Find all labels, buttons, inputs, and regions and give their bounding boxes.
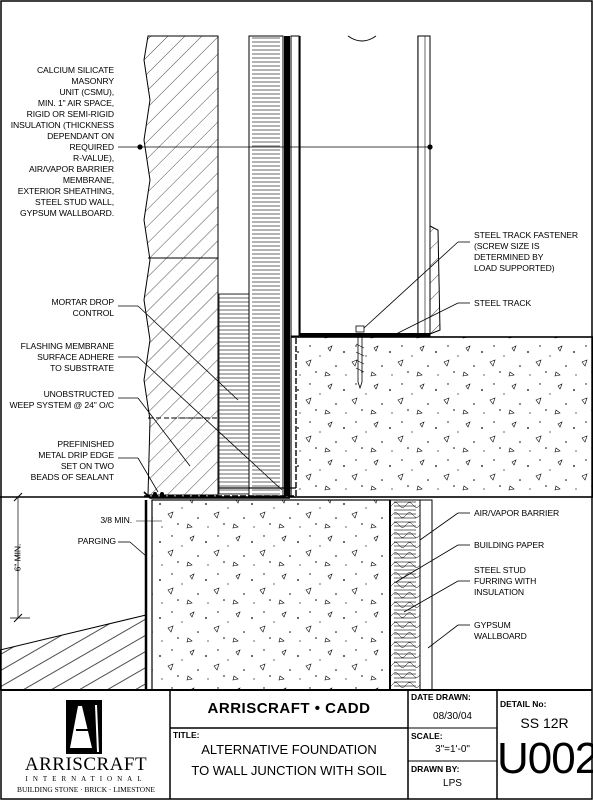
scale-value: 3"=1'-0": [435, 744, 470, 755]
logo-tagline: BUILDING STONE · BRICK · LIMESTONE: [17, 785, 155, 794]
label-three-eighths: 3/8 MIN.: [100, 515, 132, 525]
steel-stud-wall: [137, 35, 441, 337]
detail-no-label: DETAIL No:: [500, 699, 547, 709]
label-furring: STEEL STUD FURRING WITH INSULATION: [474, 565, 537, 597]
scale-label: SCALE:: [411, 731, 443, 741]
company-header: ARRISCRAFT • CADD: [207, 700, 371, 717]
title-line-2: TO WALL JUNCTION WITH SOIL: [191, 763, 387, 778]
date-drawn-label: DATE DRAWN:: [411, 692, 471, 702]
leader-lines: [118, 146, 470, 649]
label-drip-edge: PREFINISHED METAL DRIP EDGE SET ON TWO B…: [30, 439, 115, 482]
drawn-by-value: LPS: [443, 778, 462, 789]
label-parging: PARGING: [77, 536, 116, 546]
arriscraft-logo-mark: [66, 700, 102, 754]
label-steel-track: STEEL TRACK: [474, 298, 532, 308]
detail-code: SS 12R: [520, 715, 569, 731]
drawn-by-label: DRAWN BY:: [411, 764, 460, 774]
sheathing: [290, 35, 300, 337]
rigid-insulation: [248, 35, 284, 497]
masonry-wythe: [143, 35, 219, 496]
flashing-membrane: [144, 337, 297, 497]
title-block-frame: [1, 689, 592, 799]
six-inch-dimension: [10, 492, 140, 623]
logo-sub: INTERNATIONAL: [25, 775, 147, 783]
title-line-1: ALTERNATIVE FOUNDATION: [201, 742, 377, 757]
label-building-paper: BUILDING PAPER: [474, 540, 545, 550]
detail-number: U002: [497, 734, 593, 783]
steel-track: [300, 333, 430, 337]
label-gypsum: GYPSUM WALLBOARD: [474, 620, 527, 641]
date-drawn-value: 08/30/04: [433, 711, 472, 722]
mortar-drop-control: [218, 293, 250, 495]
drip-edge: [143, 491, 290, 499]
label-track-fastener: STEEL TRACK FASTENER (SCREW SIZE IS DETE…: [474, 230, 579, 273]
three-eighths-dimension: [136, 505, 162, 530]
air-vapor-membrane: [284, 36, 290, 496]
label-weep: UNOBSTRUCTED WEEP SYSTEM @ 24" O/C: [9, 389, 114, 410]
foundation-wall: [151, 499, 391, 691]
label-csmu: CALCIUM SILICATE MASONRY UNIT (CSMU), MI…: [10, 65, 114, 218]
soil-grade: [0, 614, 147, 691]
label-mortar-drop: MORTAR DROP CONTROL: [51, 297, 114, 318]
logo-name: ARRISCRAFT: [24, 754, 148, 775]
foundation-upper: [290, 336, 593, 498]
label-flashing: FLASHING MEMBRANE SURFACE ADHERE TO SUBS…: [20, 341, 114, 373]
label-six-min: 6" MIN.: [12, 543, 23, 572]
label-air-vapor: AIR/VAPOR BARRIER: [474, 508, 560, 518]
title-label: TITLE:: [173, 730, 200, 740]
interior-furring: [389, 499, 433, 691]
